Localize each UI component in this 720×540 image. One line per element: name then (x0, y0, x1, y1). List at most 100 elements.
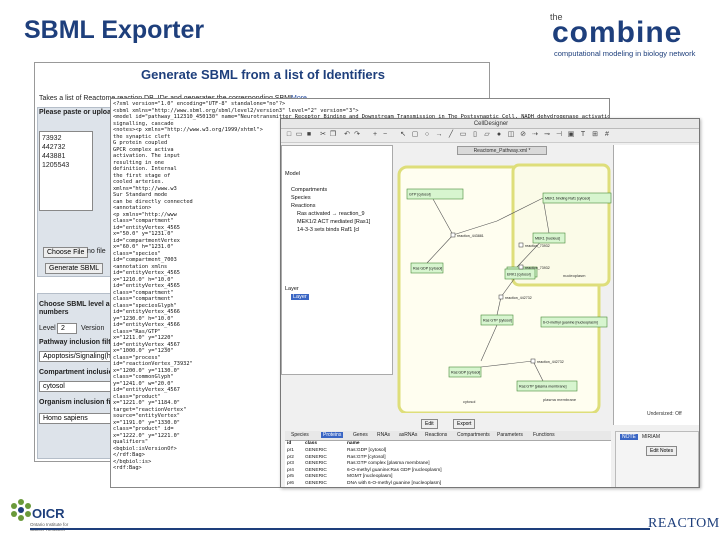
rectangle-tool-icon[interactable]: ▢ (411, 131, 419, 138)
species-node[interactable]: ERK1 [cytosol] (504, 268, 536, 280)
layer-tree-selected[interactable]: Layer (291, 294, 309, 300)
tab-species[interactable]: Species (291, 432, 309, 438)
line-tool-icon[interactable]: ╱ (448, 131, 454, 138)
reaction-process-node[interactable] (530, 358, 536, 364)
zoom-out-icon[interactable]: − (382, 131, 388, 138)
catalysis-tool-icon[interactable]: ⊸ (544, 131, 550, 138)
tab-asrnas[interactable]: asRNAs (399, 432, 418, 438)
reaction-edge[interactable] (532, 360, 544, 382)
ion-tool-icon[interactable]: ● (496, 131, 502, 138)
species-node-box[interactable] (542, 192, 612, 204)
table-header-cell[interactable]: name (347, 441, 360, 446)
generate-sbml-button[interactable]: Generate SBML (45, 263, 104, 274)
species-node-box[interactable] (406, 188, 464, 200)
reaction-process-node[interactable] (518, 264, 524, 270)
reaction-edge[interactable] (426, 234, 454, 264)
species-node[interactable]: Ras GTP [cytosol] (480, 314, 514, 326)
reaction-edge[interactable] (542, 197, 550, 234)
rna-tool-icon[interactable]: ▱ (484, 131, 490, 138)
layer-tree-root[interactable]: Layer (285, 286, 299, 292)
species-node[interactable]: GTP [cytosol] (406, 188, 464, 200)
pathway-select[interactable]: Apoptosis/Signaling(human) (39, 351, 113, 362)
species-node[interactable]: 6-O-methyl guanine [nucleoplasm] (540, 316, 608, 328)
tab-reactions[interactable]: Reactions (425, 432, 448, 438)
save-icon[interactable]: ■ (306, 131, 312, 138)
choose-file-button[interactable]: Choose File (43, 247, 89, 258)
undo-icon[interactable]: ↶ (344, 131, 350, 138)
protein-tool-icon[interactable]: ▭ (459, 131, 467, 138)
species-node-box[interactable] (448, 366, 482, 378)
tree-item-reaction[interactable]: Ras activated → reaction_9 (297, 211, 365, 217)
grid-tool-icon[interactable]: # (605, 131, 609, 138)
canvas-tab[interactable]: Reactome_Pathway.xml * (457, 146, 547, 155)
complex-tool-icon[interactable]: ◫ (507, 131, 515, 138)
export-button[interactable]: Export (453, 419, 476, 429)
arrow-tool-icon[interactable]: → (435, 131, 443, 138)
reaction-edge[interactable] (480, 360, 534, 368)
tab-note[interactable]: NOTE (620, 434, 638, 440)
tree-item-compartments[interactable]: Compartments (291, 187, 328, 193)
network-diagram[interactable]: GTP [cytosol] MEK1 binding Raf1 [cytosol]… (393, 155, 615, 413)
species-node-box[interactable] (410, 262, 444, 274)
new-file-icon[interactable]: □ (286, 131, 292, 138)
tab-parameters[interactable]: Parameters (497, 432, 523, 438)
inhibition-tool-icon[interactable]: ⊣ (555, 131, 563, 138)
tree-item-reaction[interactable]: MEK1/2 ACT mediated [Ras1] (297, 219, 371, 225)
redo-icon[interactable]: ↷ (354, 131, 360, 138)
level-select[interactable]: 2 (57, 323, 77, 334)
reaction-edge[interactable] (496, 197, 544, 222)
tree-item-model[interactable]: Model (285, 171, 300, 177)
reaction-process-node[interactable] (498, 294, 504, 300)
degraded-tool-icon[interactable]: ⊘ (520, 131, 526, 138)
tab-miriam[interactable]: MIRIAM (642, 434, 661, 440)
open-folder-icon[interactable]: ▭ (295, 131, 303, 138)
tree-item-species[interactable]: Species (291, 195, 311, 201)
reaction-tool-icon[interactable]: ⇢ (532, 131, 538, 138)
reaction-edge[interactable] (496, 296, 502, 316)
reaction-process-node[interactable] (450, 232, 456, 238)
table-header-cell[interactable]: class (305, 441, 318, 446)
species-node-box[interactable] (516, 380, 578, 392)
tab-genes[interactable]: Genes (353, 432, 368, 438)
tree-item-reaction[interactable]: 14-3-3 sets binds Raf1 [cl (297, 227, 360, 233)
tab-rnas[interactable]: RNAs (377, 432, 391, 438)
xml-line: the synaptic cleft (113, 133, 171, 140)
reaction-edge[interactable] (432, 198, 454, 236)
edit-button[interactable]: Edit (421, 419, 438, 429)
compartment-tool-icon[interactable]: ▣ (567, 131, 575, 138)
cut-icon[interactable]: ✂ (320, 131, 326, 138)
species-node[interactable]: Ras:GTP [plasma membrane] (516, 380, 578, 392)
species-node-box[interactable] (540, 316, 608, 328)
compartment-select[interactable]: cytosol (39, 381, 113, 392)
tab-proteins[interactable]: Proteins (321, 432, 344, 438)
ellipse-tool-icon[interactable]: ○ (424, 131, 430, 138)
species-node-box[interactable] (480, 314, 514, 326)
zoom-in-icon[interactable]: + (372, 131, 378, 138)
text-tool-icon[interactable]: T (580, 131, 586, 138)
edit-notes-button[interactable]: Edit Notes (646, 446, 678, 456)
tab-compartments[interactable]: Compartments (457, 432, 490, 438)
select-tool-icon[interactable]: ↖ (400, 131, 406, 138)
copy-icon[interactable]: ❐ (329, 131, 337, 138)
species-node[interactable]: Ras GDP [cytosol] (410, 262, 444, 274)
gene-tool-icon[interactable]: ▯ (473, 131, 477, 138)
tab-functions[interactable]: Functions (533, 432, 555, 438)
identifier-textarea[interactable]: 73932 442732 443881 1205543 (39, 131, 93, 211)
organism-select[interactable]: Homo sapiens (39, 413, 113, 424)
reaction-edge[interactable] (452, 220, 498, 236)
species-node-box[interactable] (532, 232, 566, 244)
layout-tool-icon[interactable]: ⊞ (592, 131, 598, 138)
species-node[interactable]: Ras:GDP [cytosol] (448, 366, 482, 378)
species-node[interactable]: MEK1 binding Raf1 [cytosol] (542, 192, 612, 204)
tree-item-reactions[interactable]: Reactions (291, 203, 316, 209)
table-header-cell[interactable]: id (287, 441, 292, 446)
reaction-process-node[interactable] (518, 242, 524, 248)
species-node[interactable]: MEK1 [nucleus] (532, 232, 566, 244)
reaction-edge[interactable] (480, 324, 498, 362)
